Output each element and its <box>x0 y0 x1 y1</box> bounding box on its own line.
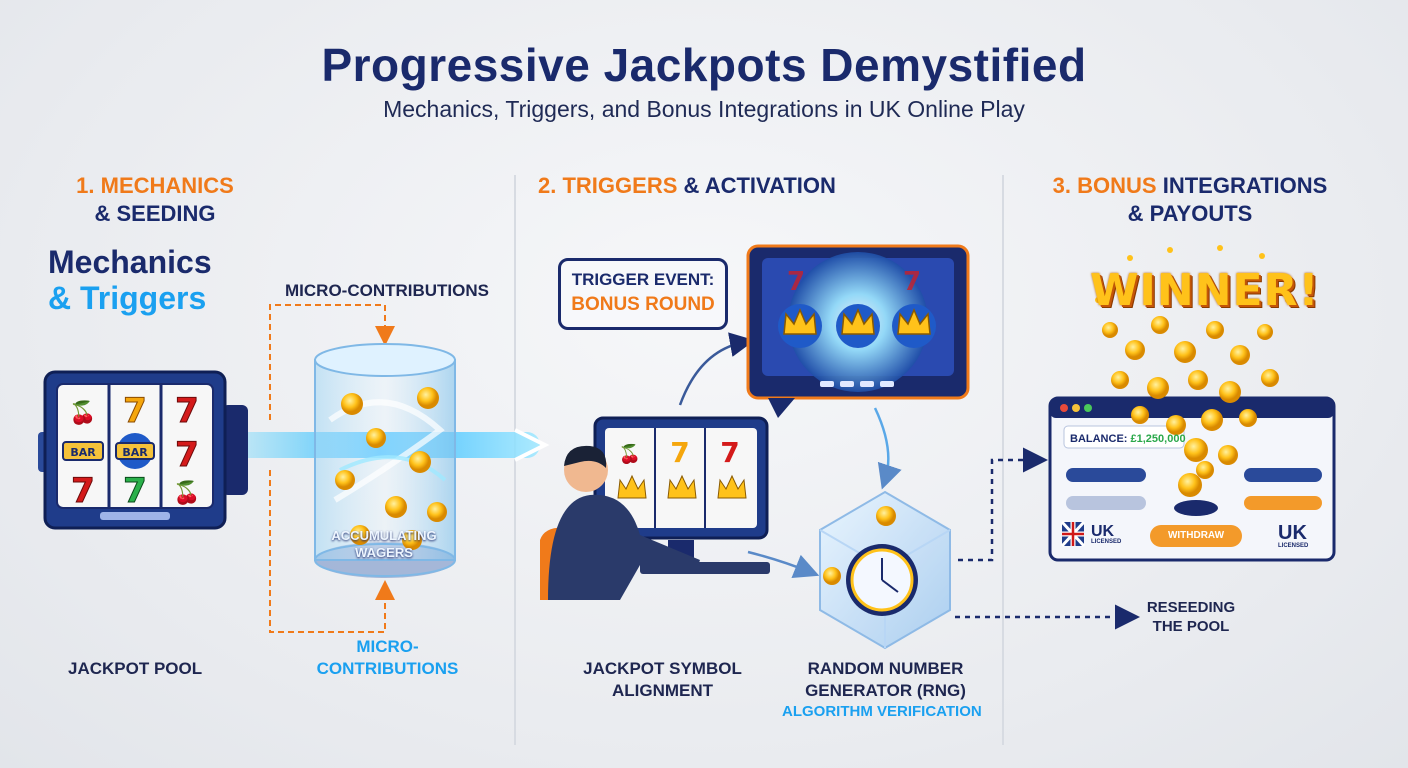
payout-arrows <box>955 447 1140 630</box>
svg-text:7: 7 <box>787 267 805 297</box>
crown-icon <box>892 304 936 348</box>
svg-text:7: 7 <box>175 391 199 431</box>
svg-text:🍒: 🍒 <box>69 400 96 426</box>
uk-licensed-badge: UK LICENSED <box>1091 523 1122 545</box>
svg-text:BAR: BAR <box>122 446 148 459</box>
section-1-heading: 1. MECHANICS & SEEDING <box>76 173 234 226</box>
section-2-heading: 2. TRIGGERS & ACTIVATION <box>538 173 836 198</box>
trigger-event-bubble: TRIGGER EVENT: BONUS ROUND <box>558 258 728 330</box>
trigger-arrow <box>678 332 755 406</box>
balance-display: BALANCE: £1,250,000 <box>1070 433 1186 445</box>
svg-text:7: 7 <box>175 435 199 475</box>
coin-shower <box>1095 245 1291 497</box>
rng-cube <box>819 490 951 650</box>
accumulating-wagers-cylinder <box>314 343 456 578</box>
payout-window <box>1048 396 1336 562</box>
svg-text:BAR: BAR <box>70 446 96 459</box>
page-subtitle: Mechanics, Triggers, and Bonus Integrati… <box>383 96 1025 122</box>
mechanics-triggers-label: Mechanics & Triggers <box>48 244 212 316</box>
micro-contribution-arrows <box>269 304 395 633</box>
jackpot-reels-window: 7 7 <box>746 244 970 418</box>
section-3-heading: 3. BONUS INTEGRATIONS & PAYOUTS <box>1052 173 1328 226</box>
svg-text:7: 7 <box>670 436 689 469</box>
svg-text:7: 7 <box>123 391 147 431</box>
winner-banner: WINNER! <box>1090 265 1320 316</box>
page-title: Progressive Jackpots Demystified <box>321 39 1087 91</box>
crown-icon <box>836 304 880 348</box>
micro-contributions-bottom-label: MICRO-CONTRIBUTIONS <box>316 637 459 678</box>
player-at-slot-monitor: 🍒 7 7 <box>540 416 770 600</box>
svg-text:7: 7 <box>71 471 95 511</box>
svg-text:7: 7 <box>123 471 147 511</box>
uk-licensed-badge-right: UK LICENSED <box>1278 522 1309 549</box>
to-rng-arrow <box>873 407 902 490</box>
crown-icon <box>778 304 822 348</box>
svg-text:7: 7 <box>903 267 921 297</box>
jackpot-pool-label: JACKPOT POOL <box>68 659 203 678</box>
algorithm-verification-label: ALGORITHM VERIFICATION <box>782 703 982 720</box>
withdraw-button[interactable]: WITHDRAW <box>1150 525 1242 547</box>
to-rng-arrow-2 <box>747 550 820 579</box>
slot-machine-icon: 🍒 7 7 BAR BAR 7 7 7 🍒 <box>38 370 248 530</box>
bonus-round-label: BONUS ROUND <box>571 294 715 315</box>
svg-text:🍒: 🍒 <box>619 443 641 465</box>
svg-text:7: 7 <box>720 436 739 469</box>
trigger-event-label: TRIGGER EVENT: <box>571 270 715 289</box>
svg-text:🍒: 🍒 <box>173 480 200 506</box>
micro-contributions-label: MICRO-CONTRIBUTIONS <box>285 281 489 300</box>
